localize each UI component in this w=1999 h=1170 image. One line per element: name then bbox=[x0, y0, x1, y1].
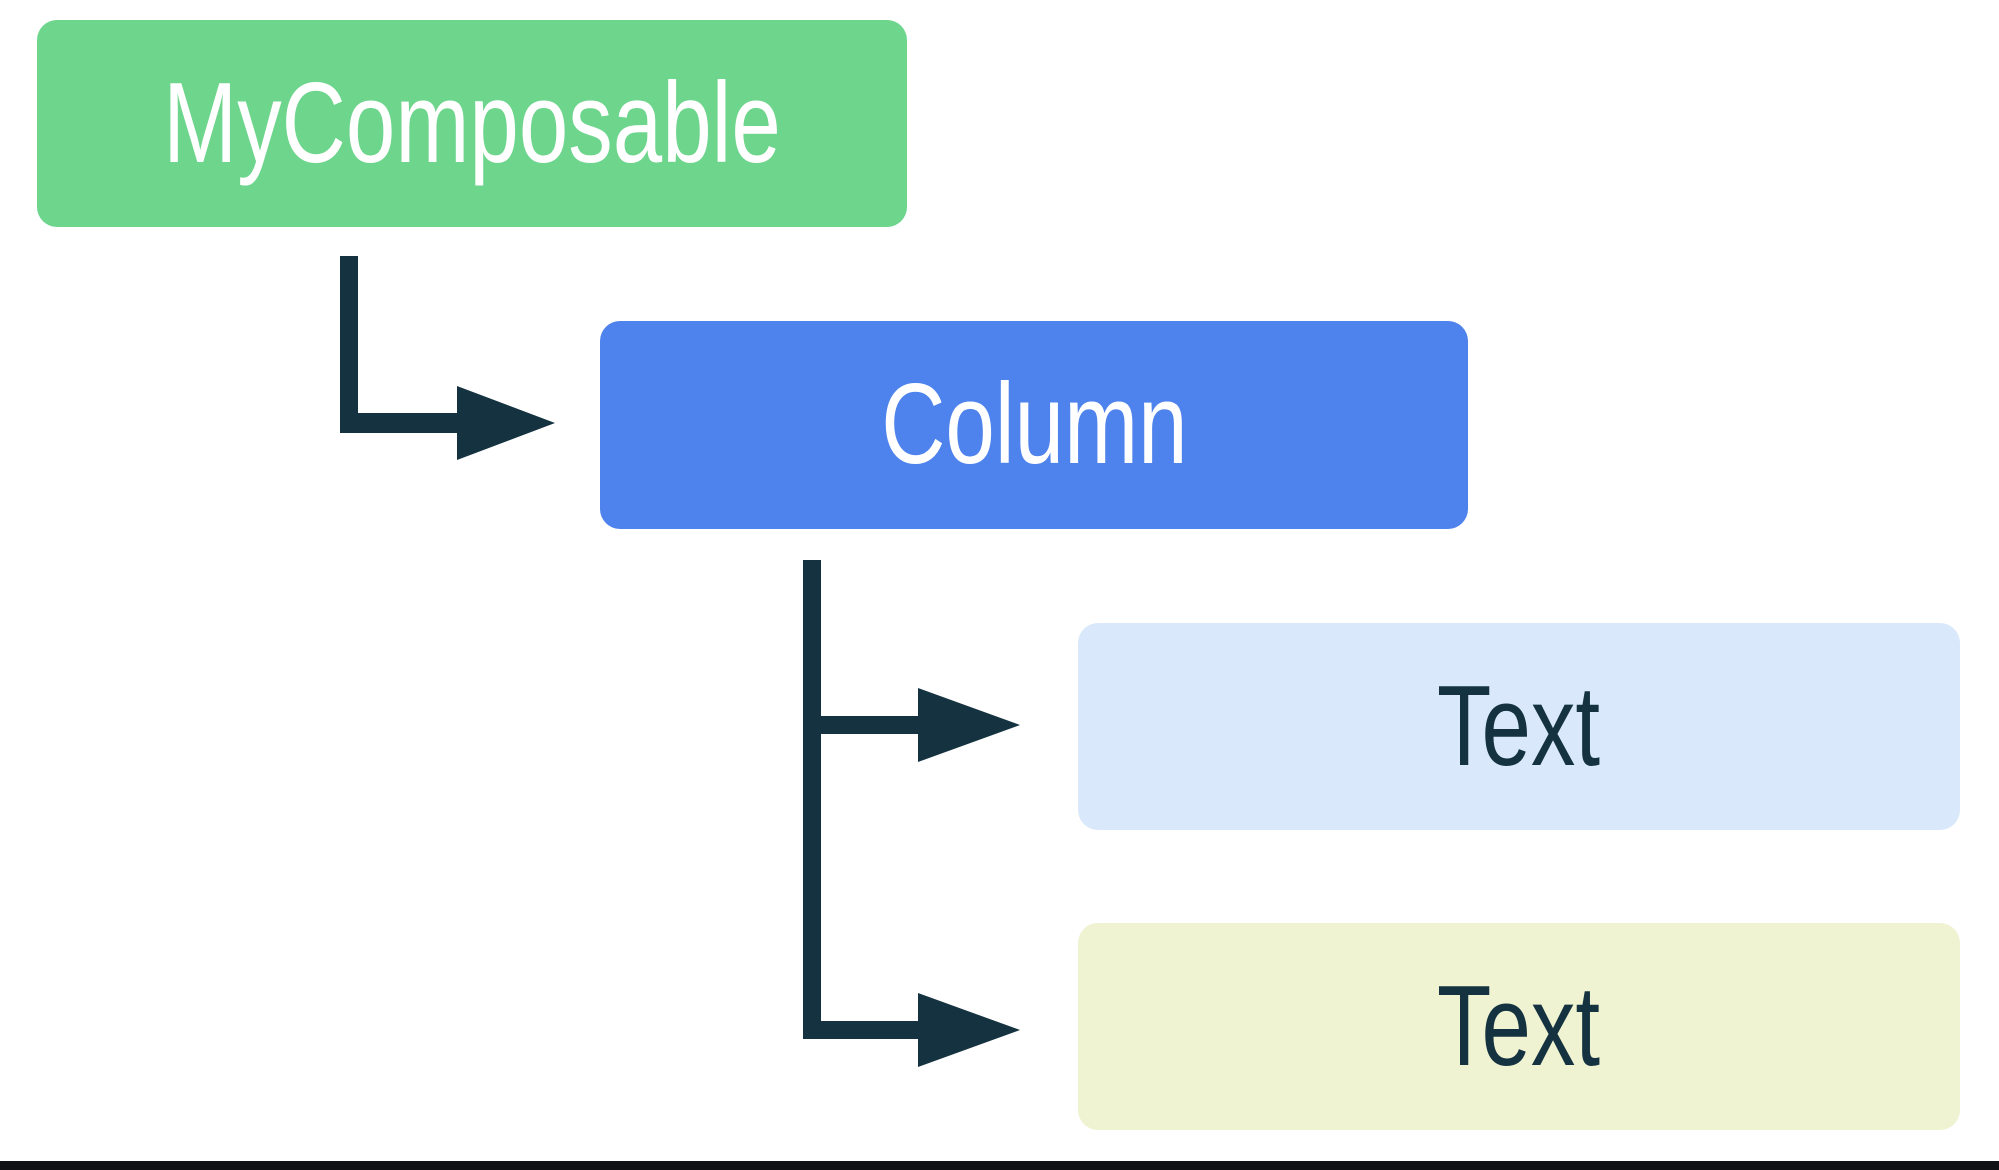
arrowhead-icon bbox=[918, 993, 1020, 1067]
arrowhead-icon bbox=[918, 688, 1020, 762]
arrowhead-icon bbox=[457, 386, 555, 460]
node-mycomposable: MyComposable bbox=[37, 20, 907, 227]
node-text-first: Text bbox=[1078, 623, 1960, 830]
node-column: Column bbox=[600, 321, 1468, 529]
connector-mycomposable-to-column-vertical bbox=[340, 256, 358, 433]
node-column-label: Column bbox=[880, 361, 1188, 488]
connector-column-to-text-second-branch bbox=[803, 1021, 918, 1039]
node-text-first-label: Text bbox=[1437, 662, 1601, 790]
connector-mycomposable-to-column-horizontal bbox=[340, 413, 457, 433]
node-mycomposable-label: MyComposable bbox=[163, 59, 781, 187]
connector-column-to-text-first-branch bbox=[803, 716, 918, 734]
connector-column-trunk-vertical bbox=[803, 560, 821, 1039]
node-text-second-label: Text bbox=[1437, 962, 1601, 1090]
node-text-second: Text bbox=[1078, 923, 1960, 1130]
screenshot-bottom-border bbox=[0, 1161, 1999, 1170]
